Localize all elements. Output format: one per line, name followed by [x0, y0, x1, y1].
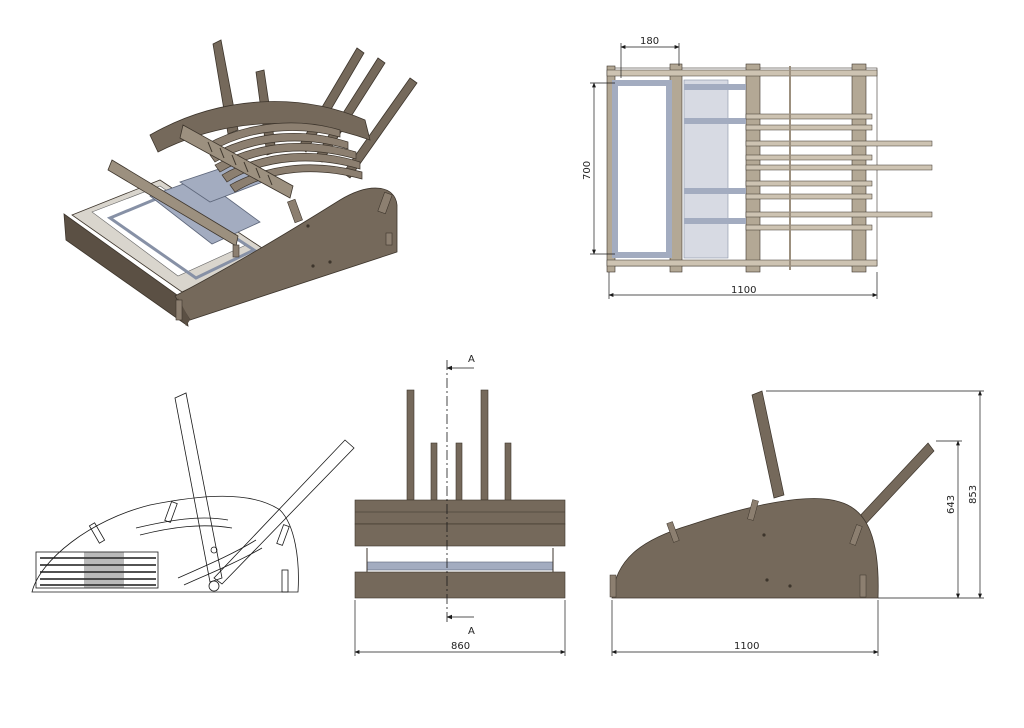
wire-rack-rails: [40, 557, 156, 586]
side-bolt-2: [765, 578, 769, 582]
top-dim-length-label: 1100: [731, 285, 756, 296]
front-dim-width-label: 860: [451, 641, 470, 652]
side-dim-length-label: 1100: [734, 641, 759, 652]
wire-tab-3: [164, 501, 178, 523]
wire-tab-4: [276, 524, 290, 546]
side-body: [611, 498, 879, 599]
wire-pin: [210, 546, 218, 554]
top-view: 180 700 1100: [582, 36, 933, 299]
wire-footbar: [213, 439, 355, 585]
top-metal-rail-3: [684, 188, 746, 194]
side-tab-3: [849, 524, 863, 546]
front-metal-rail: [366, 561, 554, 571]
isometric-view: [63, 39, 418, 327]
tab-1: [287, 198, 303, 224]
top-metal-plate: [683, 79, 729, 259]
top-dim-depth-label: 700: [582, 161, 593, 180]
front-mid-board: [354, 523, 566, 547]
side-wireframe-view: [31, 392, 355, 593]
tab-3: [385, 232, 393, 246]
top-protruding-bars: [745, 113, 933, 231]
section-label-bottom: A: [468, 626, 475, 637]
base-front-rail: [63, 213, 189, 327]
wire-backrest: [174, 392, 223, 583]
section-label-top: A: [468, 354, 475, 365]
side-backrest-leg: [751, 390, 785, 499]
side-dim-total-height-label: 853: [968, 485, 979, 504]
side-dimension-lines: [611, 390, 984, 656]
wire-slot-4: [183, 547, 263, 586]
wire-slot-1: [135, 517, 229, 529]
tab-4: [232, 244, 240, 258]
tab-5: [175, 299, 183, 321]
tab-2: [377, 191, 393, 215]
side-bolt-3: [788, 584, 792, 588]
rear-arch-panel: [149, 101, 371, 153]
wire-slot-2: [139, 525, 233, 536]
side-tab-4: [859, 574, 867, 598]
side-foot-bar: [855, 442, 935, 529]
wire-pivot: [208, 580, 220, 592]
top-dim-width-label: 180: [640, 36, 659, 47]
bolt-1: [306, 224, 310, 228]
bolt-3: [328, 260, 332, 264]
wire-slot-3: [177, 539, 257, 579]
top-rail-front: [606, 259, 878, 267]
side-tab-5: [609, 574, 617, 598]
side-view: 643 853 1100: [609, 390, 984, 656]
wire-tab-2: [88, 522, 106, 544]
top-metal-frame-left: [612, 80, 672, 258]
front-posts: [406, 389, 512, 504]
wire-tab-1: [281, 569, 289, 593]
bolt-2: [311, 264, 315, 268]
top-dimension-lines: [590, 43, 878, 299]
side-tab-2: [747, 499, 759, 521]
wire-rack: [35, 551, 159, 589]
wire-rack-dark: [84, 552, 124, 588]
top-metal-rail-1: [684, 84, 746, 90]
top-metal-rail-2: [684, 118, 746, 124]
side-bolt-1: [762, 533, 766, 537]
side-main-panel: [174, 187, 398, 321]
wire-outline: [31, 495, 299, 593]
top-rail-back: [606, 69, 878, 77]
footrest-bar-3: [342, 77, 418, 179]
front-dimension-lines: [354, 600, 566, 656]
top-metal-rail-4: [684, 218, 746, 224]
front-section-view: A A 860: [354, 354, 566, 656]
slot-marks: [207, 141, 273, 186]
metal-rail-outer: [106, 192, 258, 280]
side-dim-inner-height-label: 643: [946, 495, 957, 514]
side-tab-1: [666, 521, 680, 543]
front-base-board: [354, 571, 566, 599]
